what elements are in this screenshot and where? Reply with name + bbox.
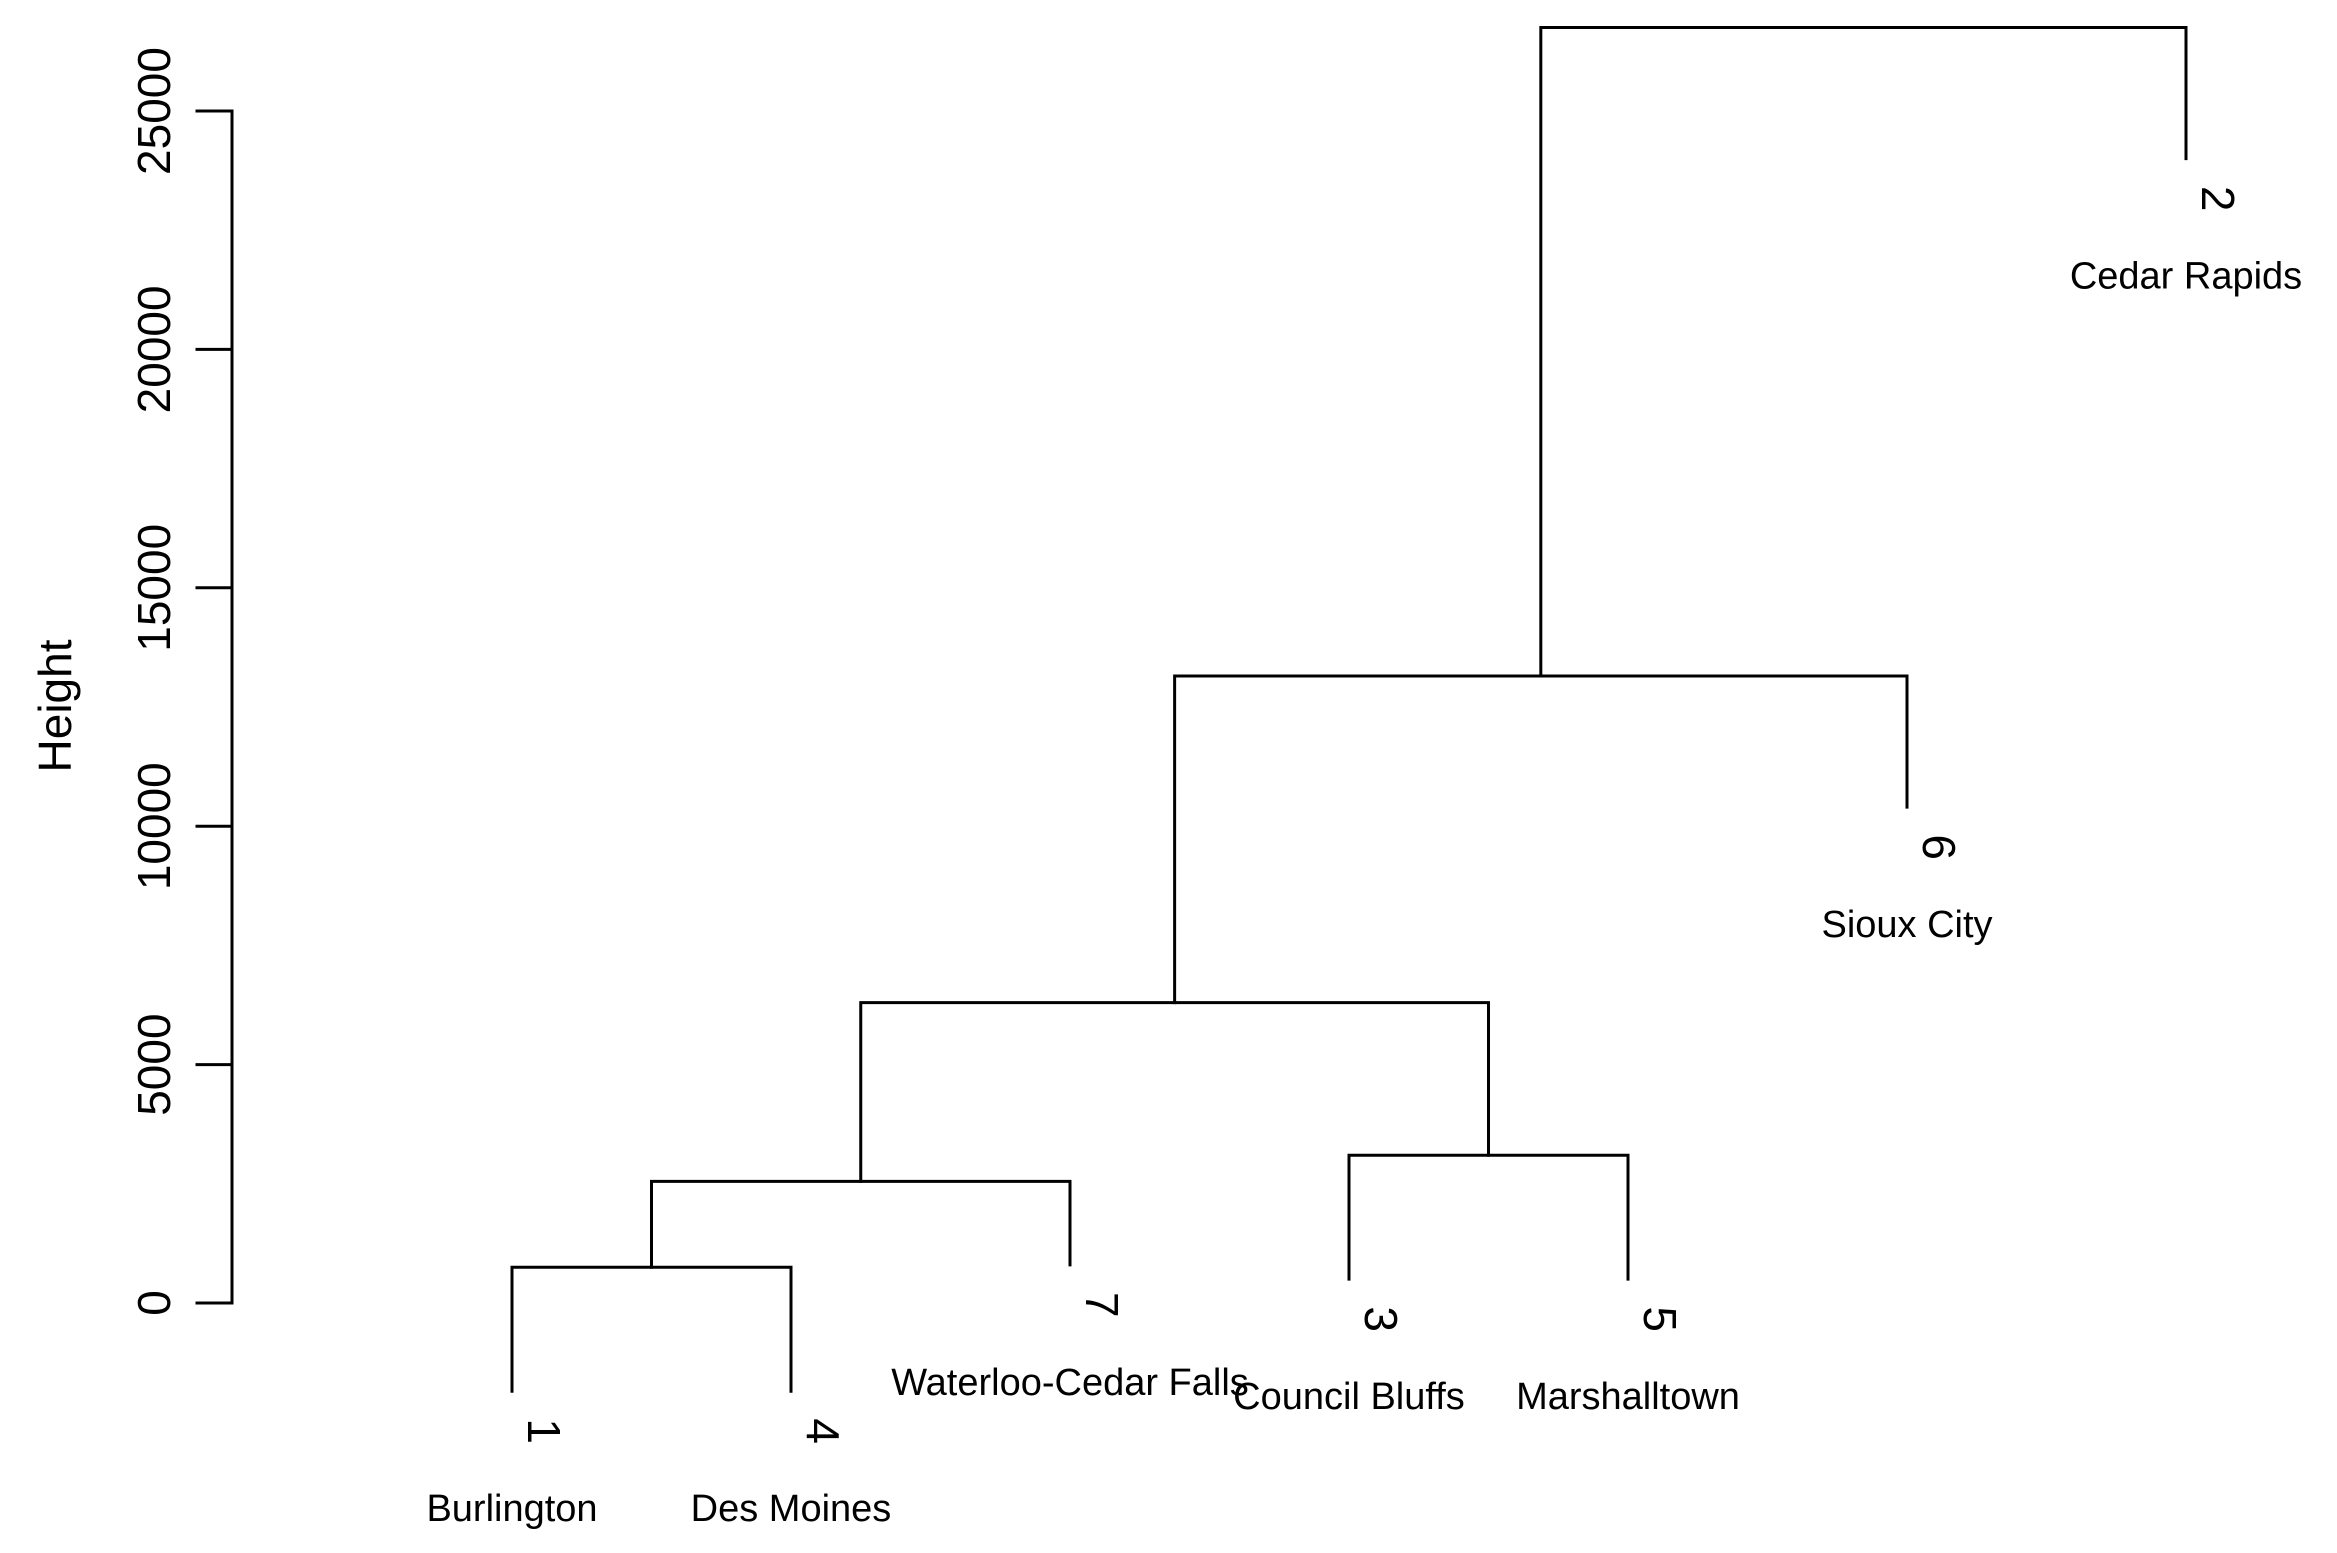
leaf-number: 7 <box>1076 1292 1128 1318</box>
leaf-number: 6 <box>1913 834 1965 860</box>
dendrogram-link <box>1173 674 1909 1005</box>
y-tick-label: 25000 <box>128 47 180 175</box>
y-tick-label: 10000 <box>128 762 180 890</box>
y-tick-label: 5000 <box>128 1013 180 1115</box>
dendrogram-links <box>510 26 2188 1393</box>
leaf-number: 2 <box>2192 186 2244 212</box>
y-tick-label: 20000 <box>128 285 180 413</box>
leaf-label: Waterloo-Cedar Falls <box>891 1362 1249 1404</box>
leaf-label: Marshalltown <box>1516 1376 1740 1418</box>
leaf-number: 3 <box>1355 1306 1407 1332</box>
leaf-label: Cedar Rapids <box>2070 256 2302 298</box>
leaf-label: Council Bluffs <box>1233 1376 1465 1418</box>
dendrogram-link <box>1539 26 2188 678</box>
leaf-number: 4 <box>797 1418 849 1444</box>
leaf-number: 5 <box>1634 1306 1686 1332</box>
y-axis: 0 5000 10000 15000 20000 25000 <box>128 47 234 1316</box>
leaf-label: Des Moines <box>691 1488 892 1530</box>
y-tick-label: 15000 <box>128 524 180 652</box>
dendrogram-link <box>1347 1153 1630 1281</box>
y-axis-title: Height <box>29 639 81 772</box>
y-tick-label: 0 <box>128 1290 180 1316</box>
leaf-label: Sioux City <box>1821 904 1992 946</box>
dendrogram-link <box>510 1265 793 1393</box>
leaf-number: 1 <box>518 1418 570 1444</box>
dendrogram-link <box>650 1179 1072 1269</box>
leaf-label: Burlington <box>426 1488 597 1530</box>
